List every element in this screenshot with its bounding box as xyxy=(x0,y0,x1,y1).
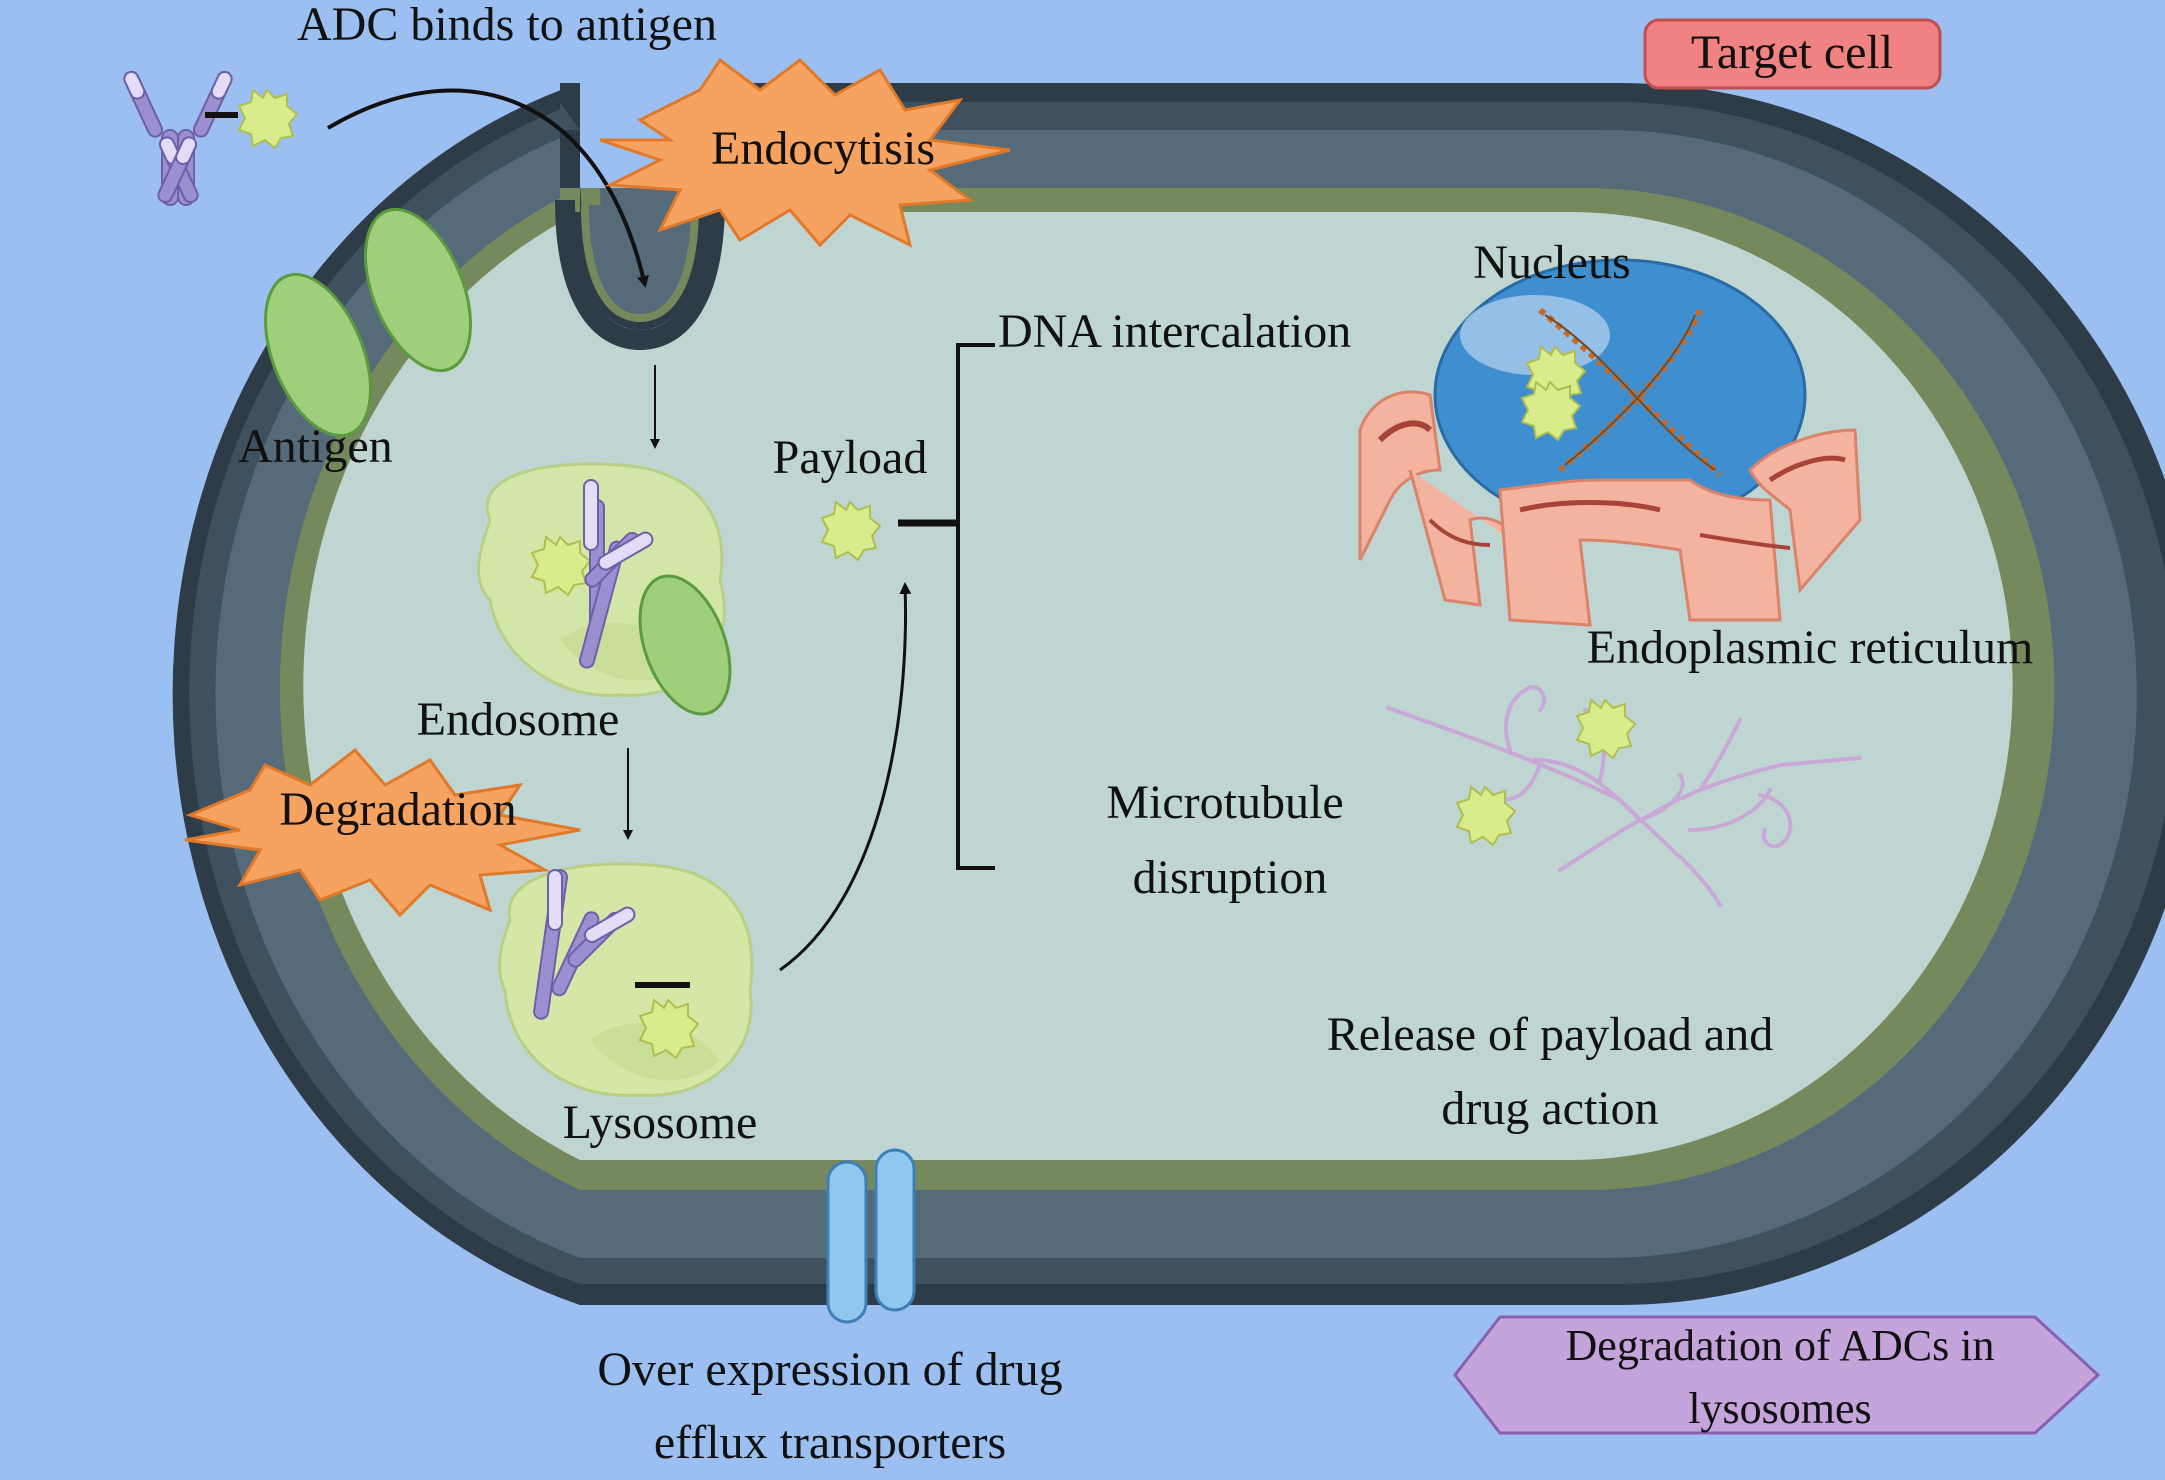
microtubule-network xyxy=(1386,685,1862,907)
target-cell-badge: Target cell xyxy=(1643,18,1942,90)
efflux-transporter xyxy=(826,1148,916,1324)
endocytosis-starburst: Endocytisis xyxy=(599,57,1011,248)
endocytosis-label: Endocytisis xyxy=(711,122,935,175)
adc-antibody-outside xyxy=(121,68,298,206)
lysosome-label: Lysosome xyxy=(563,1096,758,1149)
payload-release-arrow xyxy=(779,582,912,972)
efflux-label-line1: Over expression of drug xyxy=(597,1343,1062,1396)
adc-binds-label: ADC binds to antigen xyxy=(297,0,717,51)
lysosome xyxy=(498,862,754,1097)
degradation-starburst: Degradation xyxy=(184,747,581,918)
adc-degradation-label-line2: lysosomes xyxy=(1688,1384,1871,1433)
dna-intercalation-label: DNA intercalation xyxy=(998,305,1351,358)
endosome xyxy=(476,462,732,716)
adc-degradation-label-line1: Degradation of ADCs in xyxy=(1566,1321,1995,1370)
antigen-label: Antigen xyxy=(238,420,393,473)
endosome-label: Endosome xyxy=(417,693,620,746)
release-label-line1: Release of payload and xyxy=(1327,1008,1773,1061)
nucleus-label: Nucleus xyxy=(1473,236,1630,289)
antigen-pair xyxy=(264,207,472,438)
microtubule-label-line1: Microtubule xyxy=(1106,776,1343,829)
microtubule-label-line2: disruption xyxy=(1133,851,1328,904)
er-label: Endoplasmic reticulum xyxy=(1587,621,2034,674)
nucleus xyxy=(1433,258,1807,532)
release-label-line2: drug action xyxy=(1441,1082,1658,1135)
endocytosis-arrow xyxy=(326,88,649,288)
endoplasmic-reticulum xyxy=(1358,390,1862,627)
target-cell-label: Target cell xyxy=(1691,26,1893,79)
efflux-label-line2: efflux transporters xyxy=(654,1416,1006,1469)
payload-label: Payload xyxy=(773,431,928,484)
degradation-label: Degradation xyxy=(279,783,516,836)
action-bracket xyxy=(898,343,995,870)
adc-degradation-badge: Degradation of ADCs in lysosomes xyxy=(1453,1315,2101,1435)
